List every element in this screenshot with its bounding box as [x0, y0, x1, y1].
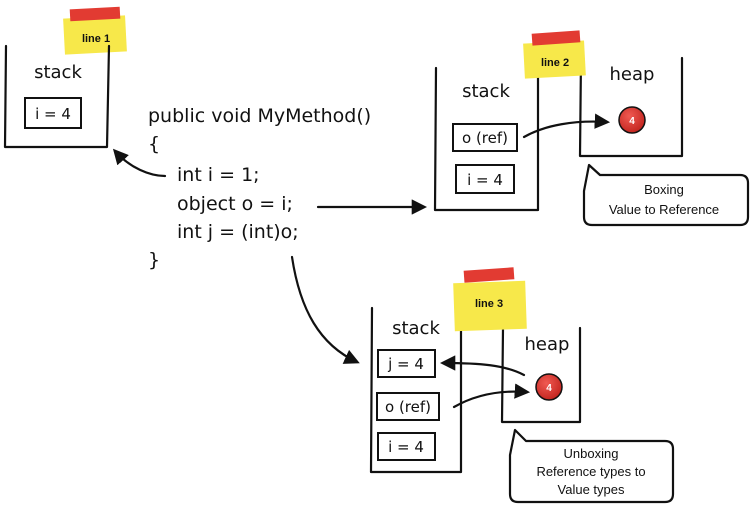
stack-label: stack: [392, 318, 440, 339]
stack-label: stack: [34, 62, 82, 83]
stack-cell-o-ref: [376, 392, 440, 421]
stack-label: stack: [462, 81, 510, 102]
stack-cell-i: [455, 164, 515, 194]
code-close-brace: }: [148, 249, 160, 271]
callout-text-2: Value to Reference: [609, 202, 719, 217]
stack-container: [369, 306, 463, 474]
stack-cell-text: i = 4: [388, 438, 424, 456]
stack-cell-i: [24, 97, 82, 129]
sticky-note-line-1: line 1: [63, 6, 127, 55]
callout-text-1: Boxing: [644, 182, 684, 197]
stack-cell-text: i = 4: [467, 171, 503, 189]
note-label: line 2: [541, 57, 569, 69]
code-line-3: int j = (int)o;: [177, 221, 299, 243]
sticky-note-line-3: line 3: [453, 267, 527, 332]
arrow-line1-to-stack: [112, 148, 167, 178]
callout-text-2: Reference types to: [536, 464, 645, 479]
arrow-ref-to-heap: [522, 113, 611, 139]
heap-object-icon: [535, 373, 563, 401]
tape-icon: [531, 30, 581, 46]
arrow-line3-to-frame3: [290, 255, 360, 364]
frame-line-1: line 1 stack i = 4: [3, 6, 127, 149]
tape-icon: [69, 6, 121, 22]
arrow-heap-to-j: [439, 355, 526, 377]
stack-cell-o-ref: [452, 123, 518, 152]
tape-icon: [463, 267, 515, 283]
arrow-ref-to-heap: [452, 383, 531, 409]
code-block: public void MyMethod() { int i = 1; obje…: [148, 105, 371, 271]
frame-line-3: stack j = 4 o (ref) i = 4 heap 4 line 3 …: [369, 267, 675, 504]
frame-line-2: stack o (ref) i = 4 heap 4 line 2 Boxing…: [433, 30, 750, 227]
code-line-2: object o = i;: [177, 193, 293, 215]
heap-object-value: 4: [546, 383, 552, 394]
callout-text-1: Unboxing: [564, 446, 619, 461]
sticky-note-line-2: line 2: [523, 30, 586, 79]
heap-object-icon: [618, 106, 646, 134]
stack-container: [433, 66, 540, 212]
heap-label: heap: [610, 64, 655, 85]
heap-label: heap: [525, 334, 570, 355]
heap-container: [500, 326, 582, 424]
stack-cell-i: [377, 432, 436, 461]
note-label: line 3: [475, 298, 503, 310]
stack-cell-text: i = 4: [35, 105, 71, 123]
stack-cell-text: j = 4: [387, 355, 424, 373]
callout-bubble: [508, 428, 675, 504]
code-line-1: int i = 1;: [177, 164, 260, 186]
stack-cell-text: o (ref): [385, 398, 431, 416]
callout-bubble: [582, 163, 750, 227]
heap-object-value: 4: [629, 116, 635, 127]
note-label: line 1: [82, 33, 110, 45]
callout-text-3: Value types: [558, 482, 625, 497]
heap-container: [578, 56, 684, 158]
stack-cell-text: o (ref): [462, 129, 508, 147]
stack-cell-j: [377, 349, 436, 378]
code-signature: public void MyMethod(): [148, 105, 371, 127]
code-open-brace: {: [148, 133, 160, 155]
stack-container: [3, 44, 111, 149]
